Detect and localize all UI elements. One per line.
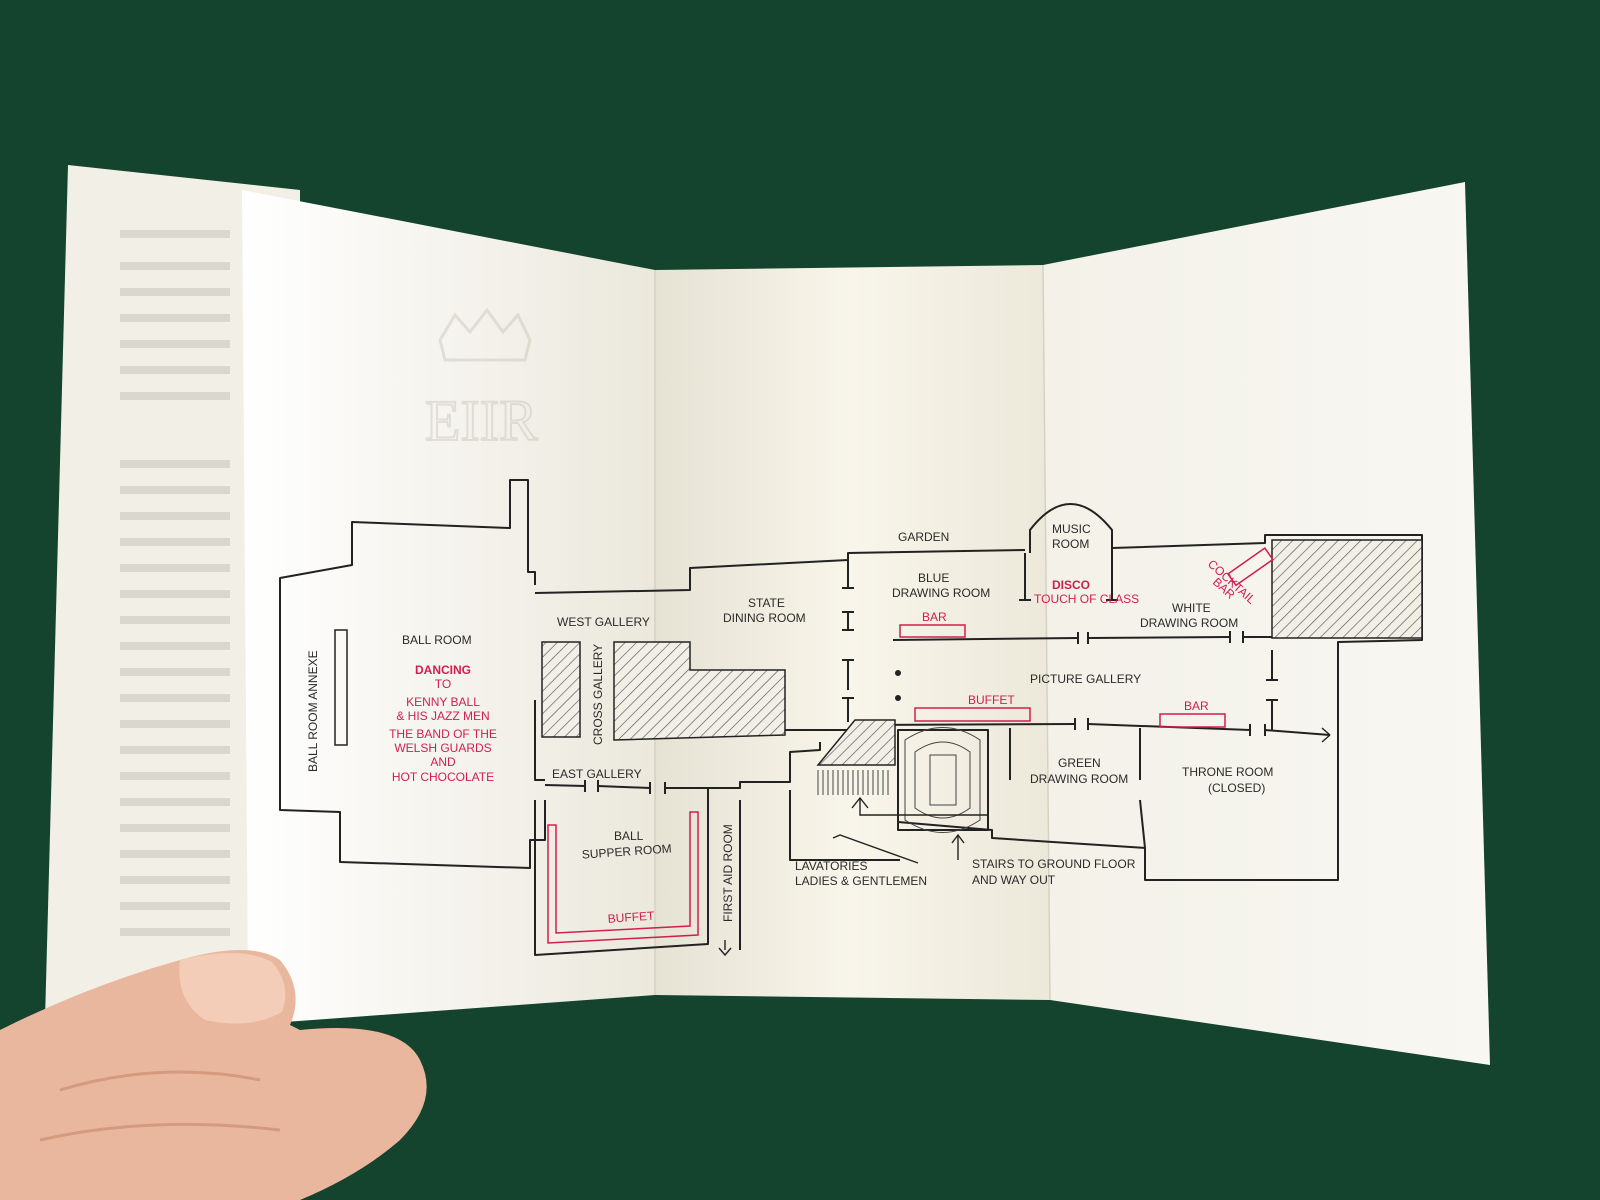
label-white-drawing-room: DRAWING ROOM bbox=[1140, 616, 1238, 630]
label-picture-gallery: PICTURE GALLERY bbox=[1030, 672, 1141, 686]
hatched-area bbox=[613, 641, 786, 741]
label-white-drawing-room: WHITE bbox=[1172, 601, 1211, 615]
label-lavatories: LADIES & GENTLEMEN bbox=[795, 874, 927, 888]
label-throne-room: THRONE ROOM bbox=[1182, 765, 1273, 779]
label-lavatories: LAVATORIES bbox=[795, 859, 867, 873]
label-stairs: STAIRS TO GROUND FLOOR bbox=[972, 857, 1136, 871]
hatched-area bbox=[1271, 539, 1423, 639]
annexe-bar bbox=[334, 629, 348, 746]
leaflet-panel-middle bbox=[655, 265, 1050, 1000]
dancing-act: KENNY BALL bbox=[406, 695, 480, 709]
dancing-act: THE BAND OF THE bbox=[389, 727, 497, 741]
label-music-room: MUSIC bbox=[1052, 522, 1091, 536]
music-room-outline bbox=[1029, 503, 1113, 553]
label-ball-supper-room: SUPPER ROOM bbox=[581, 841, 672, 861]
label-ball-room: BALL ROOM bbox=[402, 633, 472, 647]
dancing-act: WELSH GUARDS bbox=[394, 741, 491, 755]
label-east-gallery: EAST GALLERY bbox=[552, 767, 642, 781]
supper-room-outline bbox=[534, 788, 709, 956]
hand bbox=[0, 950, 427, 1200]
label-throne-room: (CLOSED) bbox=[1208, 781, 1265, 795]
leaflet-back-page bbox=[45, 165, 300, 1020]
stair-well bbox=[897, 729, 989, 831]
label-cross-gallery: CROSS GALLERY bbox=[591, 644, 605, 745]
label-first-aid-room: FIRST AID ROOM bbox=[721, 824, 735, 922]
supper-buffet-counter bbox=[547, 811, 699, 944]
label-stairs: AND WAY OUT bbox=[972, 873, 1056, 887]
label-blue-drawing-room: BLUE bbox=[918, 571, 949, 585]
label-ball-supper-room: BALL bbox=[614, 829, 644, 843]
cocktail-bar-counter bbox=[1226, 547, 1274, 587]
dancing-act: & HIS JAZZ MEN bbox=[396, 709, 489, 723]
leaflet-panel-left bbox=[242, 190, 655, 1022]
label-green-drawing-room: DRAWING ROOM bbox=[1030, 772, 1128, 786]
gallery-bar-counter bbox=[1159, 713, 1226, 728]
label-green-drawing-room: GREEN bbox=[1058, 756, 1101, 770]
gallery-buffet-counter bbox=[914, 707, 1031, 722]
label-ball-room-annexe: BALL ROOM ANNEXE bbox=[306, 650, 320, 772]
dancing-to: TO bbox=[435, 677, 451, 691]
label-state-dining-room: DINING ROOM bbox=[723, 611, 806, 625]
label-music-room: ROOM bbox=[1052, 537, 1089, 551]
dancing-act: HOT CHOCOLATE bbox=[392, 770, 494, 784]
label-supper-buffet: BUFFET bbox=[607, 909, 655, 926]
label-gallery-buffet: BUFFET bbox=[968, 693, 1015, 707]
hatched-area bbox=[541, 641, 581, 738]
hatched-area bbox=[816, 719, 896, 766]
crest-monogram: EIIR bbox=[425, 388, 538, 453]
label-garden: GARDEN bbox=[898, 530, 949, 544]
royal-crest-emboss: EIIR bbox=[424, 307, 539, 454]
label-touch-of-class: TOUCH OF CLASS bbox=[1034, 592, 1139, 606]
blue-room-bar-counter bbox=[899, 624, 966, 638]
label-blue-bar: BAR bbox=[922, 610, 947, 624]
label-west-gallery: WEST GALLERY bbox=[557, 615, 650, 629]
label-gallery-bar: BAR bbox=[1184, 699, 1209, 713]
label-disco: DISCO bbox=[1052, 578, 1090, 592]
label-blue-drawing-room: DRAWING ROOM bbox=[892, 586, 990, 600]
floor-plan bbox=[279, 479, 1423, 956]
label-state-dining-room: STATE bbox=[748, 596, 785, 610]
ballroom-outline bbox=[279, 479, 546, 869]
dancing-title: DANCING bbox=[415, 663, 471, 677]
leaflet-panel-right bbox=[1043, 182, 1490, 1065]
dancing-act: AND bbox=[430, 755, 456, 769]
